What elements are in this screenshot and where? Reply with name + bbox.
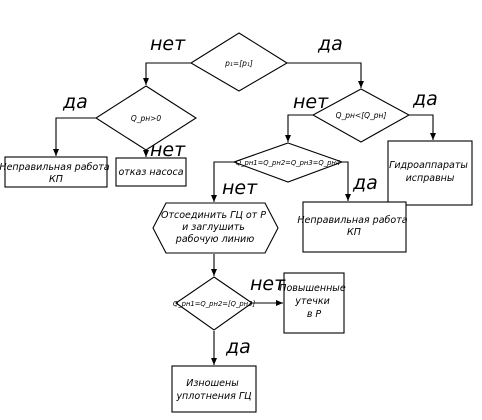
- label-d2-no: нет: [150, 139, 186, 161]
- box-worn-seals-line-2: уплотнения ГЦ: [175, 391, 252, 402]
- edge-d4-yes: [342, 161, 351, 201]
- box-pump-failure: отказ насоса: [115, 157, 187, 187]
- box-wrong-kp-mid: Неправильная работа КП: [297, 201, 410, 253]
- label-d3-no: нет: [293, 91, 329, 113]
- action-disconnect-line-1: Отсоединить ГЦ от Р: [161, 210, 266, 221]
- edge-d1-yes: [287, 62, 364, 88]
- decision-flow-limit: Q_рн<[Q_рн]: [311, 88, 411, 143]
- box-leaks-line-3: в Р: [307, 309, 322, 320]
- decision-flow-positive: Q_рн>0: [94, 85, 198, 151]
- box-leaks: Повышенные утечки в Р: [279, 272, 348, 334]
- box-wrong-kp-left-text: Неправильная работа КП: [0, 162, 113, 185]
- decision-flow-equal-text: Q_рн1=Q_рн2=Q_рн3=Q_рн4: [236, 159, 340, 167]
- label-d2-yes: да: [62, 91, 88, 113]
- label-d4-yes: да: [352, 172, 378, 194]
- connectors: [53, 62, 436, 365]
- decision-pressure-text: p₁=[p₁]: [224, 59, 253, 68]
- box-hydro-ok: Гидроаппараты исправны: [387, 140, 473, 206]
- decision-flow-positive-text: Q_рн>0: [131, 114, 162, 123]
- edge-d3-no: [285, 114, 313, 142]
- edge-d4-no: [211, 161, 234, 202]
- box-leaks-line-1: Повышенные: [279, 283, 346, 294]
- decision-flow-compare: Q_рн1=Q_рн2=[Q_рн3]: [173, 276, 256, 331]
- box-worn-seals-text: Изношены уплотнения ГЦ: [175, 378, 252, 402]
- edge-labels: нет да да нет нет да нет да нет да: [62, 33, 438, 358]
- box-leaks-line-2: утечки: [294, 296, 330, 307]
- box-wrong-kp-left-line-2: КП: [49, 174, 63, 185]
- label-d5-no: нет: [250, 273, 286, 295]
- box-wrong-kp-mid-text: Неправильная работа КП: [297, 215, 410, 238]
- box-wrong-kp-left: Неправильная работа КП: [0, 156, 113, 188]
- box-worn-seals: Изношены уплотнения ГЦ: [171, 365, 257, 413]
- edge-d3-yes: [409, 114, 436, 140]
- label-d4-no: нет: [222, 177, 258, 199]
- action-disconnect-text: Отсоединить ГЦ от Р и заглушить рабочую …: [161, 210, 269, 245]
- edge-d2-yes: [53, 117, 96, 156]
- action-disconnect: Отсоединить ГЦ от Р и заглушить рабочую …: [152, 202, 279, 254]
- decision-flow-compare-text: Q_рн1=Q_рн2=[Q_рн3]: [173, 300, 256, 308]
- box-worn-seals-line-1: Изношены: [186, 378, 239, 389]
- box-wrong-kp-left-line-1: Неправильная работа: [0, 162, 110, 173]
- box-hydro-ok-text: Гидроаппараты исправны: [389, 160, 471, 184]
- decision-pressure: p₁=[p₁]: [189, 32, 289, 92]
- label-d5-yes: да: [225, 336, 251, 358]
- action-disconnect-line-2: и заглушить: [182, 222, 245, 233]
- label-d3-yes: да: [412, 88, 438, 110]
- decision-flow-equal: Q_рн1=Q_рн2=Q_рн3=Q_рн4: [232, 142, 344, 183]
- decision-flow-limit-text: Q_рн<[Q_рн]: [336, 111, 387, 120]
- label-d1-no: нет: [150, 33, 186, 55]
- edge-d1-no: [143, 62, 191, 85]
- box-wrong-kp-mid-line-1: Неправильная работа: [297, 215, 407, 226]
- box-pump-failure-text: отказ насоса: [118, 167, 183, 178]
- label-d1-yes: да: [317, 33, 343, 55]
- box-hydro-ok-line-1: Гидроаппараты: [389, 160, 468, 171]
- box-leaks-text: Повышенные утечки в Р: [279, 283, 348, 320]
- action-disconnect-line-3: рабочую линию: [175, 234, 254, 245]
- box-wrong-kp-mid-line-2: КП: [347, 227, 361, 238]
- box-hydro-ok-line-2: исправны: [406, 173, 455, 184]
